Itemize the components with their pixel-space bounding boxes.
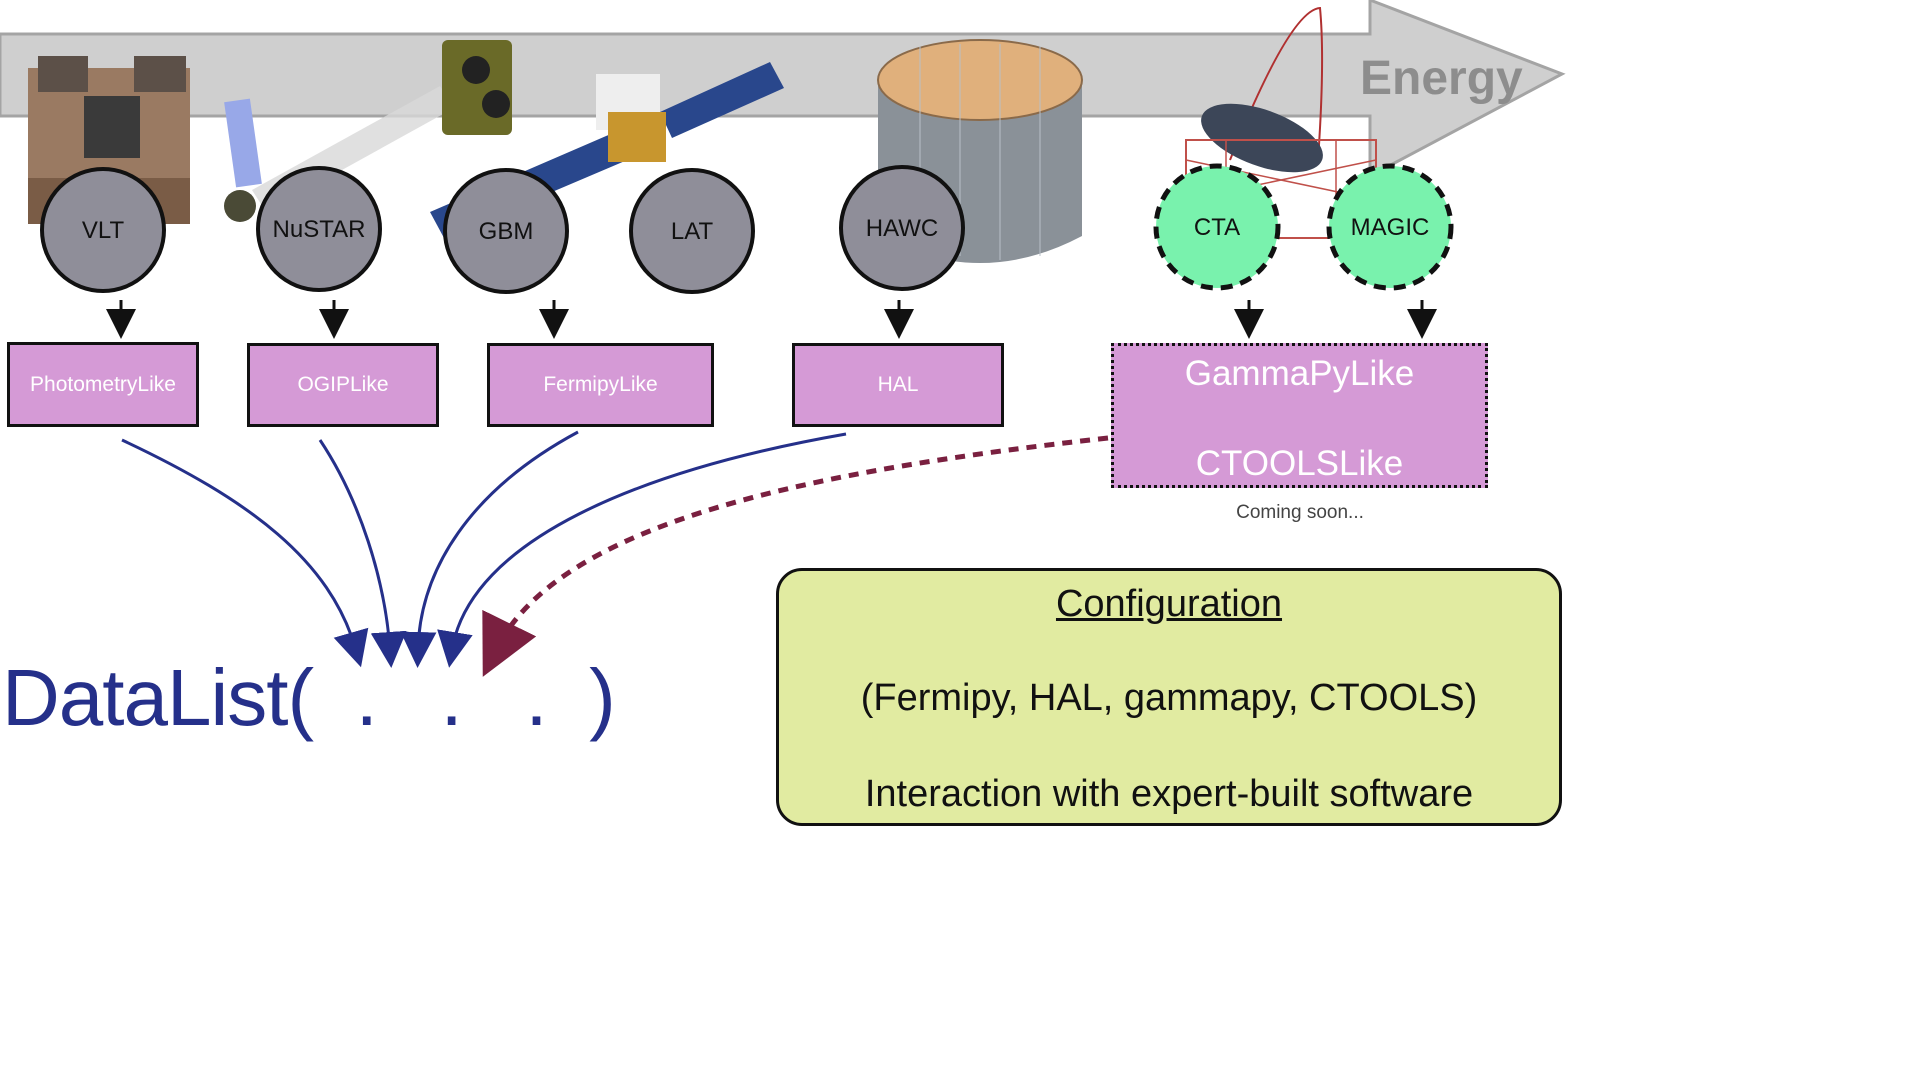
instrument-label-lat: LAT bbox=[671, 218, 714, 245]
energy-label: Energy bbox=[1360, 52, 1523, 105]
instrument-node-cta: CTA bbox=[1153, 163, 1281, 291]
instrument-node-vlt: VLT bbox=[40, 167, 166, 293]
instrument-label-cta: CTA bbox=[1194, 214, 1240, 241]
diagram: Energy bbox=[0, 0, 1566, 826]
future-plugin-gammapy: GammaPyLike bbox=[1184, 354, 1415, 393]
nustar-satellite-image bbox=[224, 40, 512, 222]
plugin-box-ogip: OGIPLike bbox=[247, 343, 439, 427]
future-plugin-ctools: CTOOLSLike bbox=[1195, 444, 1404, 483]
plugin-label-photometry: PhotometryLike bbox=[30, 372, 176, 396]
instrument-label-vlt: VLT bbox=[82, 217, 125, 244]
plugin-label-hal: HAL bbox=[877, 373, 919, 396]
instrument-node-lat: LAT bbox=[629, 168, 755, 294]
flow-arrow-photometry bbox=[121, 438, 369, 668]
instrument-node-nustar: NuSTAR bbox=[256, 166, 382, 292]
instrument-label-gbm: GBM bbox=[479, 218, 534, 245]
future-flow-arrow bbox=[482, 435, 1109, 677]
plugin-box-photometry: PhotometryLike bbox=[7, 342, 199, 427]
plugin-to-datalist-arrows bbox=[121, 430, 847, 668]
plugin-box-hal: HAL bbox=[792, 343, 1004, 427]
flow-arrow-ogip bbox=[318, 439, 407, 668]
datalist-text: DataList( . . . ) bbox=[2, 653, 616, 742]
instrument-label-hawc: HAWC bbox=[866, 215, 938, 242]
instrument-node-magic: MAGIC bbox=[1326, 163, 1454, 291]
configuration-line-2: Interaction with expert-built software bbox=[864, 773, 1474, 815]
future-plugins-box: GammaPyLike CTOOLSLike bbox=[1111, 343, 1488, 488]
coming-soon-note: Coming soon... bbox=[1236, 502, 1364, 523]
instrument-label-nustar: NuSTAR bbox=[273, 216, 366, 243]
plugin-label-ogip: OGIPLike bbox=[297, 373, 389, 396]
instrument-node-gbm: GBM bbox=[443, 168, 569, 294]
configuration-box: Configuration (Fermipy, HAL, gammapy, CT… bbox=[776, 568, 1562, 826]
instrument-node-hawc: HAWC bbox=[839, 165, 965, 291]
plugin-label-fermipy: FermipyLike bbox=[543, 373, 658, 396]
plugin-box-fermipy: FermipyLike bbox=[487, 343, 714, 427]
flow-arrow-hal bbox=[437, 432, 847, 668]
instrument-to-plugin-arrows bbox=[106, 300, 1437, 339]
configuration-title: Configuration bbox=[1055, 583, 1283, 625]
flow-arrow-fermipy bbox=[400, 430, 579, 668]
diagram-canvas: Energy bbox=[0, 0, 1566, 677]
configuration-line-1: (Fermipy, HAL, gammapy, CTOOLS) bbox=[860, 677, 1478, 719]
instrument-label-magic: MAGIC bbox=[1351, 214, 1430, 241]
